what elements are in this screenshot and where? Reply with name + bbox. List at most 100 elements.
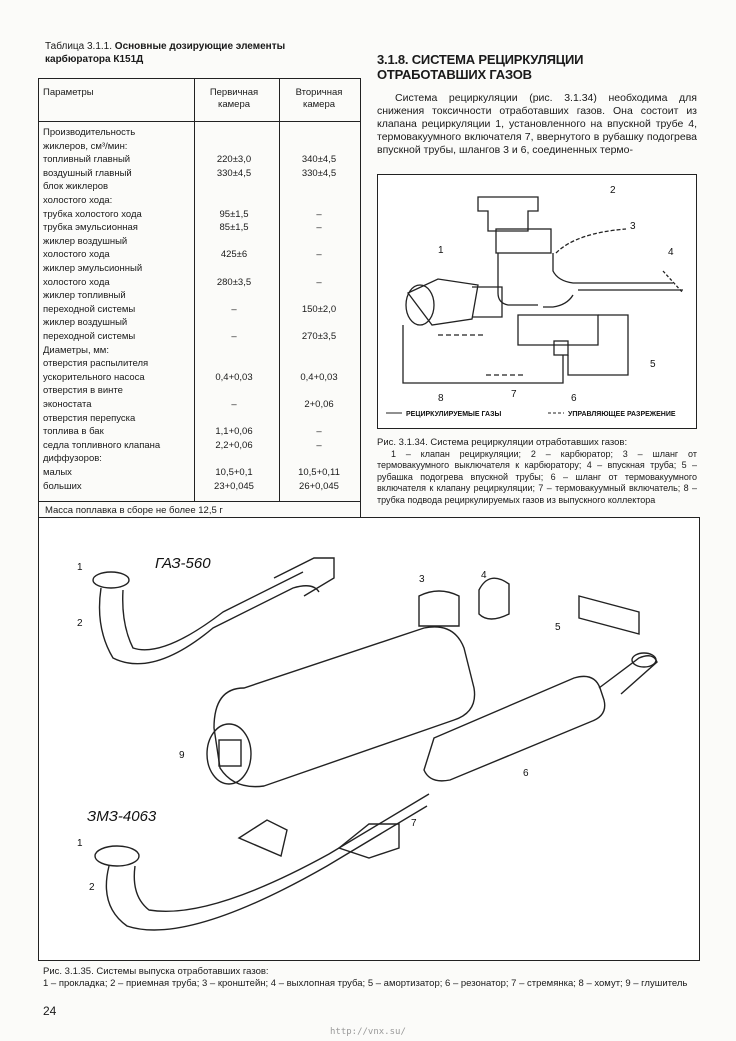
table-row: переходной системы–270±3,5 — [39, 331, 360, 342]
egr-diagram-drawing: 2 3 4 1 5 6 7 8 РЕЦИРКУЛИРУЕМЫЕ ГАЗЫ УПР… — [386, 185, 684, 418]
muffler-inlet — [218, 739, 242, 767]
row-param: жиклер воздушный — [43, 235, 128, 247]
row-param: ускорительного насоса — [43, 371, 145, 383]
callout-1: 1 — [438, 245, 444, 256]
table-divider — [194, 79, 195, 501]
resonator-6 — [423, 675, 606, 782]
figure-135-caption-title: Рис. 3.1.35. Системы выпуска отработавши… — [43, 966, 269, 977]
table-row: холостого хода 280±3,5 – — [39, 277, 360, 288]
row-secondary-value: 0,4+0,03 — [300, 371, 338, 383]
mass-note: Масса поплавка в сборе не более 12,5 г — [45, 505, 223, 516]
table-row: переходной системы – 150±2,0 — [39, 304, 360, 315]
table-row: жиклер топливный — [39, 290, 360, 301]
header-secondary: Вторичная камера — [295, 87, 343, 110]
hose-6-loop — [567, 314, 629, 376]
table-row: эконостата–2+0,06 — [39, 399, 360, 410]
tailpipe-outlet — [631, 652, 657, 668]
callout-4: 4 — [668, 247, 674, 258]
legend-vacuum: УПРАВЛЯЮЩЕЕ РАЗРЕЖЕНИЕ — [568, 411, 676, 418]
table-caption-prefix: Таблица 3.1.1. — [45, 41, 113, 52]
row-primary-value: 1,1+0,06 — [215, 426, 253, 438]
pipe-bracket — [273, 557, 335, 597]
intake-pipe-bottom-inner — [133, 793, 430, 913]
row-secondary-value: – — [316, 208, 322, 220]
figure-exhaust-systems: 1 2 3 4 5 6 7 9 1 2 ГАЗ-560 ЗМЗ-4063 — [38, 517, 700, 961]
row-primary-value: 95±1,5 — [219, 208, 249, 220]
table-row: воздушный главный 330±4,5 330±4,5 — [39, 168, 360, 179]
table-row: отверстия в винте — [39, 385, 360, 396]
row-secondary-value: – — [316, 426, 322, 438]
section-title-line1: 3.1.8. СИСТЕМА РЕЦИРКУЛЯЦИИ — [377, 52, 584, 67]
row-param: переходной системы — [43, 303, 136, 315]
row-param: жиклер эмульсионный — [43, 263, 143, 274]
figure-134-caption-title: Рис. 3.1.34. Система рециркуляции отрабо… — [377, 437, 628, 448]
callout-4: 4 — [481, 570, 487, 581]
row-secondary-value: – — [316, 276, 322, 288]
table-row: жиклер воздушный — [39, 236, 360, 247]
row-param: жиклер топливный — [43, 290, 126, 302]
row-primary-value: 330±4,5 — [216, 167, 252, 179]
figure-egr-diagram: 2 3 4 1 5 6 7 8 РЕЦИРКУЛИРУЕМЫЕ ГАЗЫ УПР… — [377, 174, 697, 429]
row-primary-value: – — [231, 331, 237, 342]
row-param: блок жиклеров — [43, 181, 109, 193]
jets-table: Параметры Первичная камера Вторичная кам… — [38, 78, 361, 518]
carburetor-body — [495, 228, 552, 254]
row-param: топлива в бак — [43, 426, 104, 438]
table-row: жиклер эмульсионный — [39, 263, 360, 274]
row-param: отверстия распылителя — [43, 358, 149, 370]
callout-7: 7 — [411, 818, 417, 829]
table-row: диффузоров: — [39, 453, 360, 464]
table-row: топлива в бак 1,1+0,06 – — [39, 426, 360, 437]
callout-3: 3 — [630, 221, 636, 232]
intake-pipe-top — [98, 585, 320, 665]
figure-135-caption: Рис. 3.1.35. Системы выпуска отработавши… — [43, 966, 703, 990]
row-secondary-value: 26+0,045 — [299, 480, 339, 492]
row-param: отверстия в винте — [43, 385, 123, 397]
muffler-end — [206, 723, 252, 785]
row-param: холостого хода — [43, 276, 110, 288]
carburetor-shape — [477, 196, 539, 232]
table-row: ускорительного насоса 0,4+0,03 0,4+0,03 — [39, 372, 360, 383]
row-secondary-value: 330±4,5 — [301, 167, 337, 179]
table-row: отверстия перепуска — [39, 413, 360, 424]
callout-6: 6 — [571, 393, 577, 404]
row-param: диффузоров: — [43, 453, 102, 465]
egr-valve-shape — [406, 278, 479, 326]
row-secondary-value: 150±2,0 — [301, 303, 337, 315]
gasket-top — [92, 571, 130, 589]
row-primary-value: 85±1,5 — [219, 222, 249, 234]
callout-2: 2 — [610, 185, 616, 196]
row-param: малых — [43, 467, 72, 478]
table-row: холостого хода: — [39, 195, 360, 206]
row-primary-value: 2,2+0,06 — [215, 439, 253, 451]
row-param: трубка эмульсионная — [43, 222, 138, 234]
row-secondary-value: – — [316, 249, 322, 261]
row-param: воздушный главный — [43, 167, 132, 179]
row-param: больших — [43, 480, 82, 492]
figure-134-caption: Рис. 3.1.34. Система рециркуляции отрабо… — [377, 437, 697, 506]
table-divider — [279, 79, 280, 501]
row-secondary-value: – — [316, 439, 322, 451]
row-secondary-value: 340±4,5 — [301, 154, 337, 166]
row-param: жиклер воздушный — [43, 317, 128, 329]
figure-134-caption-body: 1 – клапан рециркуляции; 2 – карбюратор;… — [377, 448, 697, 505]
row-secondary-value: 10,5+0,11 — [298, 467, 340, 478]
row-primary-value: 280±3,5 — [216, 276, 252, 288]
intake-pipe-bottom — [105, 805, 428, 931]
row-param: седла топливного клапана — [43, 439, 161, 451]
callout-2-top: 2 — [77, 618, 83, 629]
table-row: жиклер воздушный — [39, 317, 360, 328]
clamp-7 — [337, 823, 400, 859]
hose-3-shape — [555, 228, 627, 254]
muffler-9 — [213, 626, 476, 788]
row-param: отверстия перепуска — [43, 412, 136, 424]
row-primary-value: 0,4+0,03 — [215, 371, 253, 383]
section-title: 3.1.8. СИСТЕМА РЕЦИРКУЛЯЦИИ ОТРАБОТАВШИХ… — [377, 52, 707, 82]
callout-3: 3 — [419, 574, 425, 585]
section-title-line2: ОТРАБОТАВШИХ ГАЗОВ — [377, 67, 532, 82]
row-primary-value: – — [231, 303, 237, 315]
gasket-bottom — [94, 845, 140, 867]
